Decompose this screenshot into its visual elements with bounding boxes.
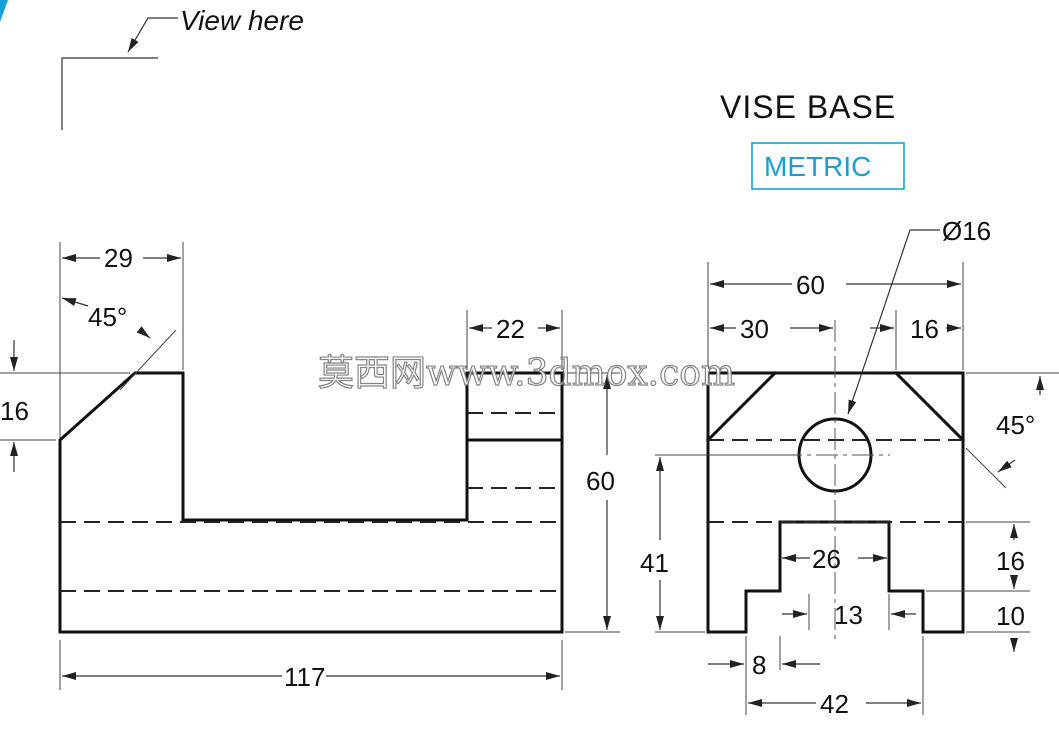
dim-30: 30 (740, 314, 769, 344)
dim-60-height: 60 (586, 466, 615, 496)
dim-16-step: 16 (996, 546, 1025, 576)
view-here-label: View here (180, 5, 304, 36)
dim-42: 42 (820, 689, 849, 719)
dim-13: 13 (834, 600, 863, 630)
view-here-note: View here (61, 5, 304, 130)
dim-8: 8 (752, 650, 766, 680)
front-outline (58, 371, 564, 634)
watermark: 莫西网www.3dmox.com (318, 353, 735, 394)
drawing-title: VISE BASE (720, 89, 896, 125)
angle-45-right: 45° (996, 410, 1035, 440)
dim-26: 26 (812, 544, 841, 574)
dim-16-left: 16 (0, 396, 29, 426)
angle-45-left: 45° (88, 302, 127, 332)
metric-box (751, 142, 905, 190)
dim-41: 41 (640, 548, 669, 578)
side-view: Ø16 60 30 16 45° 41 26 13 16 (640, 216, 1059, 719)
dim-29: 29 (104, 243, 133, 273)
dim-60-width: 60 (796, 270, 825, 300)
dim-117: 117 (284, 662, 325, 692)
front-view: 29 45° 22 16 60 117 (0, 242, 620, 692)
metric-label: METRIC (764, 151, 871, 182)
dim-10: 10 (996, 601, 1025, 631)
dim-hole-diameter: Ø16 (942, 216, 991, 246)
dim-22: 22 (496, 314, 525, 344)
dim-16-chamfer: 16 (910, 314, 939, 344)
corner-blue-mark (0, 0, 8, 22)
